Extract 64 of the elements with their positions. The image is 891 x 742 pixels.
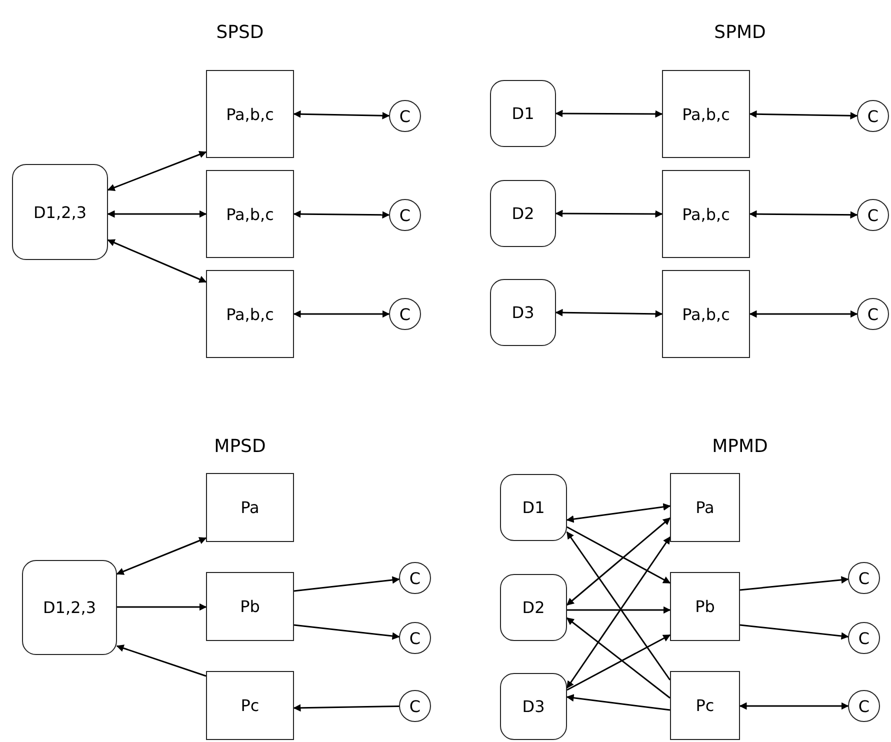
arrow [739,702,849,710]
device-box: D1,2,3 [12,164,108,260]
process-box: Pa,b,c [206,270,294,358]
process-box: Pa [670,473,740,542]
client-circle: C [857,199,889,231]
process-box: Pb [206,572,294,641]
panel-heading: MPMD [712,436,768,457]
arrow [293,704,400,712]
arrow [555,210,663,218]
arrow [117,603,207,611]
process-box: Pb [670,572,740,641]
process-box: Pa [206,473,294,542]
arrow [566,503,671,523]
client-circle: C [848,690,880,722]
client-circle: C [399,622,431,654]
client-circle: C [857,100,889,132]
arrow [749,110,858,120]
arrow [749,310,858,318]
arrow [740,576,849,591]
client-circle: C [399,690,431,722]
process-box: Pa,b,c [662,270,750,358]
arrow [293,110,390,120]
client-circle: C [399,562,431,594]
device-box: D1,2,3 [22,560,117,655]
arrow [740,624,849,640]
process-box: Pc [670,671,740,740]
arrow [294,576,400,592]
device-box: D1 [490,80,556,147]
arrow [749,210,858,219]
client-circle: C [389,100,421,132]
device-box: D2 [490,180,556,247]
arrow [116,537,207,575]
arrow [107,210,207,218]
panel-heading: SPSD [216,22,264,43]
device-box: D2 [500,574,567,641]
arrow [566,517,671,606]
process-box: Pc [206,671,294,740]
arrow [107,239,207,283]
arrow [294,624,400,640]
device-box: D3 [500,673,567,740]
process-box: Pa,b,c [206,70,294,158]
arrow [566,526,671,584]
arrow [566,634,671,691]
arrow [293,210,390,219]
arrow [293,310,390,318]
client-circle: C [857,298,889,330]
arrow [555,110,663,118]
panel-heading: SPMD [714,22,766,43]
arrow [566,617,670,699]
client-circle: C [848,562,880,594]
device-box: D1 [500,474,567,541]
arrow [567,606,671,614]
arrow [107,150,207,192]
process-box: Pa,b,c [662,70,750,158]
client-circle: C [848,622,880,654]
process-box: Pa,b,c [662,170,750,258]
panel-heading: MPSD [214,436,266,457]
process-box: Pa,b,c [206,170,294,258]
device-box: D3 [490,279,556,346]
client-circle: C [389,199,421,231]
client-circle: C [389,298,421,330]
arrow [566,694,670,711]
arrow [116,644,206,677]
arrow [555,308,663,318]
